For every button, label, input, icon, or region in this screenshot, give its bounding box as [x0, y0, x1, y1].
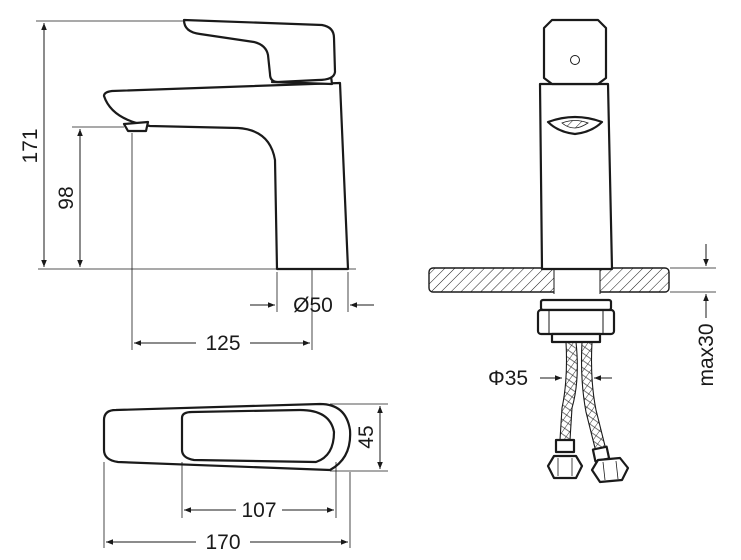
lever-handle [182, 18, 337, 84]
dim-spout-height: 98 [55, 186, 78, 209]
dim-hose-diameter: Φ35 [488, 367, 528, 390]
side-view-body [102, 81, 350, 271]
dim-total-length: 170 [205, 531, 240, 554]
dim-spout-reach: 125 [205, 332, 240, 355]
top-view-lever [180, 408, 336, 464]
screw-cap-icon [570, 55, 580, 65]
dim-max-thickness: max30 [695, 323, 718, 386]
top-view: 45 107 170 [102, 402, 388, 554]
front-lever-handle [542, 18, 608, 86]
dim-base-diameter: Ø50 [293, 294, 333, 317]
aerator [122, 120, 150, 133]
front-view-body [538, 82, 614, 271]
dim-top-width: 45 [355, 425, 378, 448]
dim-total-height: 171 [19, 128, 42, 163]
front-view: Φ35 max30 [428, 18, 718, 484]
dim-lever-length: 107 [241, 499, 276, 522]
side-view: 171 98 125 Ø50 [19, 18, 374, 355]
